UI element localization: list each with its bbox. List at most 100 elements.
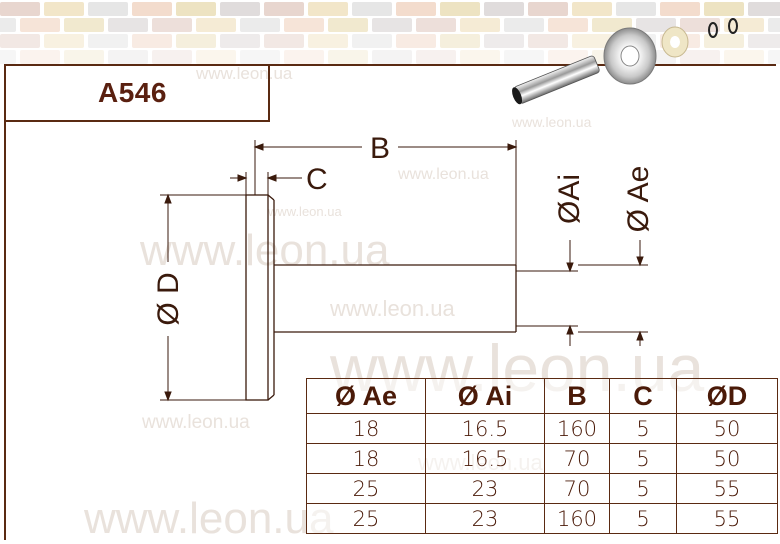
watermark: www.leon.ua	[196, 64, 293, 83]
table-cell: 16.5	[425, 443, 545, 474]
column-header-b: B	[544, 378, 610, 414]
column-header-d: ØD	[676, 378, 778, 414]
decorative-tile	[768, 50, 780, 64]
table-cell: 50	[676, 443, 778, 474]
decorative-tile	[504, 18, 544, 32]
decorative-tile	[704, 2, 744, 16]
decorative-tile-strip	[0, 0, 780, 64]
decorative-tile	[328, 18, 368, 32]
decorative-tile	[240, 50, 280, 64]
table-cell: 18	[306, 413, 426, 444]
decorative-tile	[572, 2, 612, 16]
decorative-tile	[724, 18, 764, 32]
tube-washer-rings-photo	[512, 18, 738, 105]
decorative-tile	[572, 34, 612, 48]
decorative-tile	[0, 18, 16, 32]
decorative-tile	[132, 34, 172, 48]
decorative-tile	[328, 50, 368, 64]
table-cell: 55	[676, 473, 778, 504]
decorative-tile	[0, 34, 40, 48]
decorative-tile	[484, 34, 524, 48]
decorative-tile	[352, 2, 392, 16]
decorative-tile	[64, 18, 104, 32]
table-cell: 55	[676, 503, 778, 534]
table-header-row: Ø Ae Ø Ai B C ØD	[306, 378, 778, 414]
decorative-tile	[220, 34, 260, 48]
decorative-tile	[88, 34, 128, 48]
decorative-tile	[440, 34, 480, 48]
product-code-box	[4, 64, 270, 122]
decorative-tile	[396, 34, 436, 48]
decorative-tile	[20, 50, 60, 64]
decorative-tile	[484, 2, 524, 16]
decorative-tile	[548, 50, 588, 64]
decorative-tile	[108, 50, 148, 64]
table-cell: 25	[306, 503, 426, 534]
decorative-tile	[680, 50, 720, 64]
table-row: 25 23 70 5 55	[306, 473, 778, 504]
flange-outline	[245, 194, 275, 401]
watermark: www.leon.ua	[268, 204, 342, 219]
watermark: www.leon.ua	[84, 494, 334, 543]
table-cell: 70	[544, 473, 610, 504]
decorative-tile	[372, 50, 412, 64]
watermark: www.leon.ua	[330, 296, 455, 321]
decorative-tile	[20, 18, 60, 32]
watermark: www.leon.ua	[512, 114, 592, 130]
decorative-tile	[0, 50, 16, 64]
decorative-tile	[0, 2, 40, 16]
table-cell: 5	[609, 503, 677, 534]
decorative-tile	[152, 18, 192, 32]
decorative-tile	[308, 2, 348, 16]
table-cell: 5	[609, 443, 677, 474]
table-cell: 160	[544, 503, 610, 534]
decorative-tile	[176, 2, 216, 16]
decorative-tile	[724, 50, 764, 64]
table-cell: 50	[676, 413, 778, 444]
decorative-tile	[132, 2, 172, 16]
decorative-tile	[196, 18, 236, 32]
decorative-tile	[220, 2, 260, 16]
decorative-tile	[108, 18, 148, 32]
decorative-tile	[748, 34, 780, 48]
decorative-tile	[44, 2, 84, 16]
dimension-label-c: C	[306, 163, 328, 196]
decorative-tile	[196, 50, 236, 64]
dimension-label-d: Ø D	[152, 272, 185, 325]
table-row: 18 16.5 160 5 50	[306, 413, 778, 444]
dimension-label-ae: Ø Ae	[622, 166, 655, 233]
table-cell: 18	[306, 443, 426, 474]
decorative-tile	[264, 34, 304, 48]
decorative-tile	[264, 2, 304, 16]
table-cell: 23	[425, 473, 545, 504]
decorative-tile	[240, 18, 280, 32]
decorative-tile	[372, 18, 412, 32]
decorative-tile	[748, 2, 780, 16]
decorative-tile	[64, 50, 104, 64]
column-header-ae: Ø Ae	[306, 378, 426, 414]
decorative-tile	[548, 18, 588, 32]
product-code: A546	[98, 77, 167, 108]
table-cell: 25	[306, 473, 426, 504]
decorative-tile	[44, 34, 84, 48]
decorative-tile	[416, 50, 456, 64]
table-cell: 70	[544, 443, 610, 474]
table-cell: 23	[425, 503, 545, 534]
decorative-tile	[416, 18, 456, 32]
table-row: 25 23 160 5 55	[306, 503, 778, 534]
column-header-ai: Ø Ai	[425, 378, 545, 414]
decorative-tile	[396, 2, 436, 16]
table-cell: 160	[544, 413, 610, 444]
decorative-tile	[592, 18, 632, 32]
table-cell: 5	[609, 413, 677, 444]
watermark: www.leon.ua	[398, 166, 489, 183]
watermark: www.leon.ua	[140, 226, 390, 275]
table-cell: 16.5	[425, 413, 545, 444]
watermark: www.leon.ua	[142, 412, 250, 433]
decorative-tile	[284, 18, 324, 32]
dimension-label-ai: ØAi	[553, 174, 586, 224]
table-row: 18 16.5 70 5 50	[306, 443, 778, 474]
decorative-tile	[660, 2, 700, 16]
table-cell: 5	[609, 473, 677, 504]
